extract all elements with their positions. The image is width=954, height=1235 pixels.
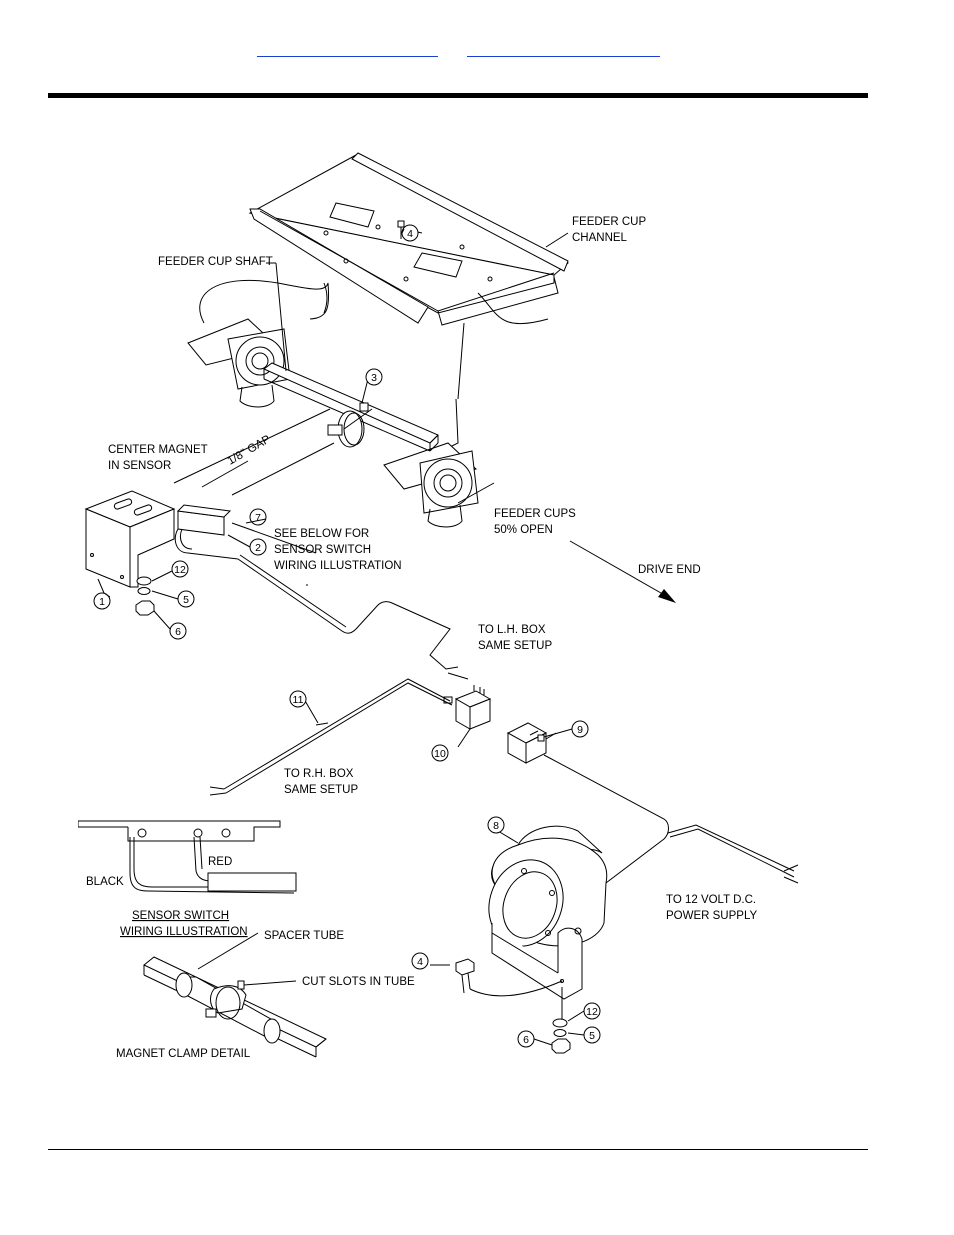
- connector-9: [506, 722, 548, 764]
- feeder-cup-right: [383, 322, 479, 528]
- callout-5-left: 5: [183, 594, 189, 606]
- callout-7: 7: [255, 512, 261, 524]
- label-drive-end: DRIVE END: [638, 564, 701, 576]
- text-labels: FEEDER CUP CHANNEL FEEDER CUP SHAFT CENT…: [86, 216, 757, 1060]
- label-red: RED: [208, 856, 232, 868]
- leaders: [197, 232, 569, 986]
- label-to-power-1: TO 12 VOLT D.C.: [666, 894, 756, 906]
- hardware-left: [135, 576, 155, 616]
- label-center-magnet-2: IN SENSOR: [108, 460, 171, 472]
- sensor-switch: [174, 504, 239, 560]
- label-feeder-cup-shaft: FEEDER CUP SHAFT: [158, 256, 273, 268]
- callout-3: 3: [371, 372, 377, 384]
- callout-11: 11: [293, 694, 304, 706]
- label-spacer-tube: SPACER TUBE: [264, 930, 344, 942]
- magnet-clamp-detail: [143, 956, 327, 1058]
- label-see-below-3: WIRING ILLUSTRATION: [274, 560, 402, 572]
- label-feeder-cup-channel-1: FEEDER CUP: [572, 216, 646, 228]
- hardware-right: [551, 987, 571, 1054]
- sensor-cable: [237, 554, 469, 680]
- label-cut-slots: CUT SLOTS IN TUBE: [302, 976, 415, 988]
- callout-9: 9: [577, 724, 583, 736]
- label-see-below-1: SEE BELOW FOR: [274, 528, 369, 540]
- callouts: 4 3 7 2 12 1 5 6 11 10 9 8 4 12 5 6: [93, 224, 601, 1048]
- label-to-lh-box-2: SAME SETUP: [478, 640, 552, 652]
- label-center-magnet-1: CENTER MAGNET: [108, 444, 208, 456]
- power-wire: [543, 754, 799, 890]
- label-magnet-clamp-detail: MAGNET CLAMP DETAIL: [116, 1048, 251, 1060]
- callout-12-right: 12: [586, 1006, 598, 1018]
- footer-rule: [48, 1149, 868, 1150]
- label-sensor-switch-illustration-2: WIRING ILLUSTRATION: [120, 926, 248, 938]
- label-feeder-cup-channel-2: CHANNEL: [572, 232, 628, 244]
- callout-10: 10: [434, 748, 446, 760]
- drive-end-arrow: [569, 540, 676, 603]
- connector-10: [443, 685, 492, 730]
- feeder-cup-channel: [248, 152, 569, 326]
- shaft-leader: [266, 262, 287, 372]
- callout-4-bottom: 4: [417, 956, 423, 968]
- label-see-below-2: SENSOR SWITCH: [274, 544, 371, 556]
- gap-lines: [173, 408, 373, 496]
- sensor-assembly-diagram: FEEDER CUP CHANNEL FEEDER CUP SHAFT CENT…: [77, 143, 802, 1077]
- wire-rh-box: [209, 678, 453, 796]
- label-to-rh-box-1: TO R.H. BOX: [284, 768, 354, 780]
- label-black: BLACK: [86, 876, 124, 888]
- header-link-1[interactable]: [257, 44, 438, 57]
- callout-6-right: 6: [523, 1034, 529, 1046]
- header-rule: [48, 93, 868, 98]
- callout-2: 2: [255, 542, 261, 554]
- label-feeder-cups-1: FEEDER CUPS: [494, 508, 576, 520]
- label-to-power-2: POWER SUPPLY: [666, 910, 757, 922]
- bolt-bottom: [455, 958, 563, 997]
- sensor-bracket: [84, 490, 176, 594]
- label-feeder-cups-2: 50% OPEN: [494, 524, 553, 536]
- label-sensor-switch-illustration-1: SENSOR SWITCH: [132, 910, 229, 922]
- callout-4-top: 4: [407, 228, 413, 240]
- wiring-illustration: [77, 820, 297, 894]
- callout-5-right: 5: [589, 1030, 595, 1042]
- label-gap: 1/8" GAP: [226, 433, 273, 467]
- label-to-lh-box-1: TO L.H. BOX: [478, 624, 546, 636]
- callout-8: 8: [493, 820, 499, 832]
- callout-12-left: 12: [174, 564, 186, 576]
- indicator-assembly: [488, 825, 608, 1000]
- callout-connectors: [103, 228, 585, 1046]
- callout-6-left: 6: [175, 626, 181, 638]
- header-link-2[interactable]: [467, 44, 660, 57]
- callout-1: 1: [99, 596, 105, 608]
- label-to-rh-box-2: SAME SETUP: [284, 784, 358, 796]
